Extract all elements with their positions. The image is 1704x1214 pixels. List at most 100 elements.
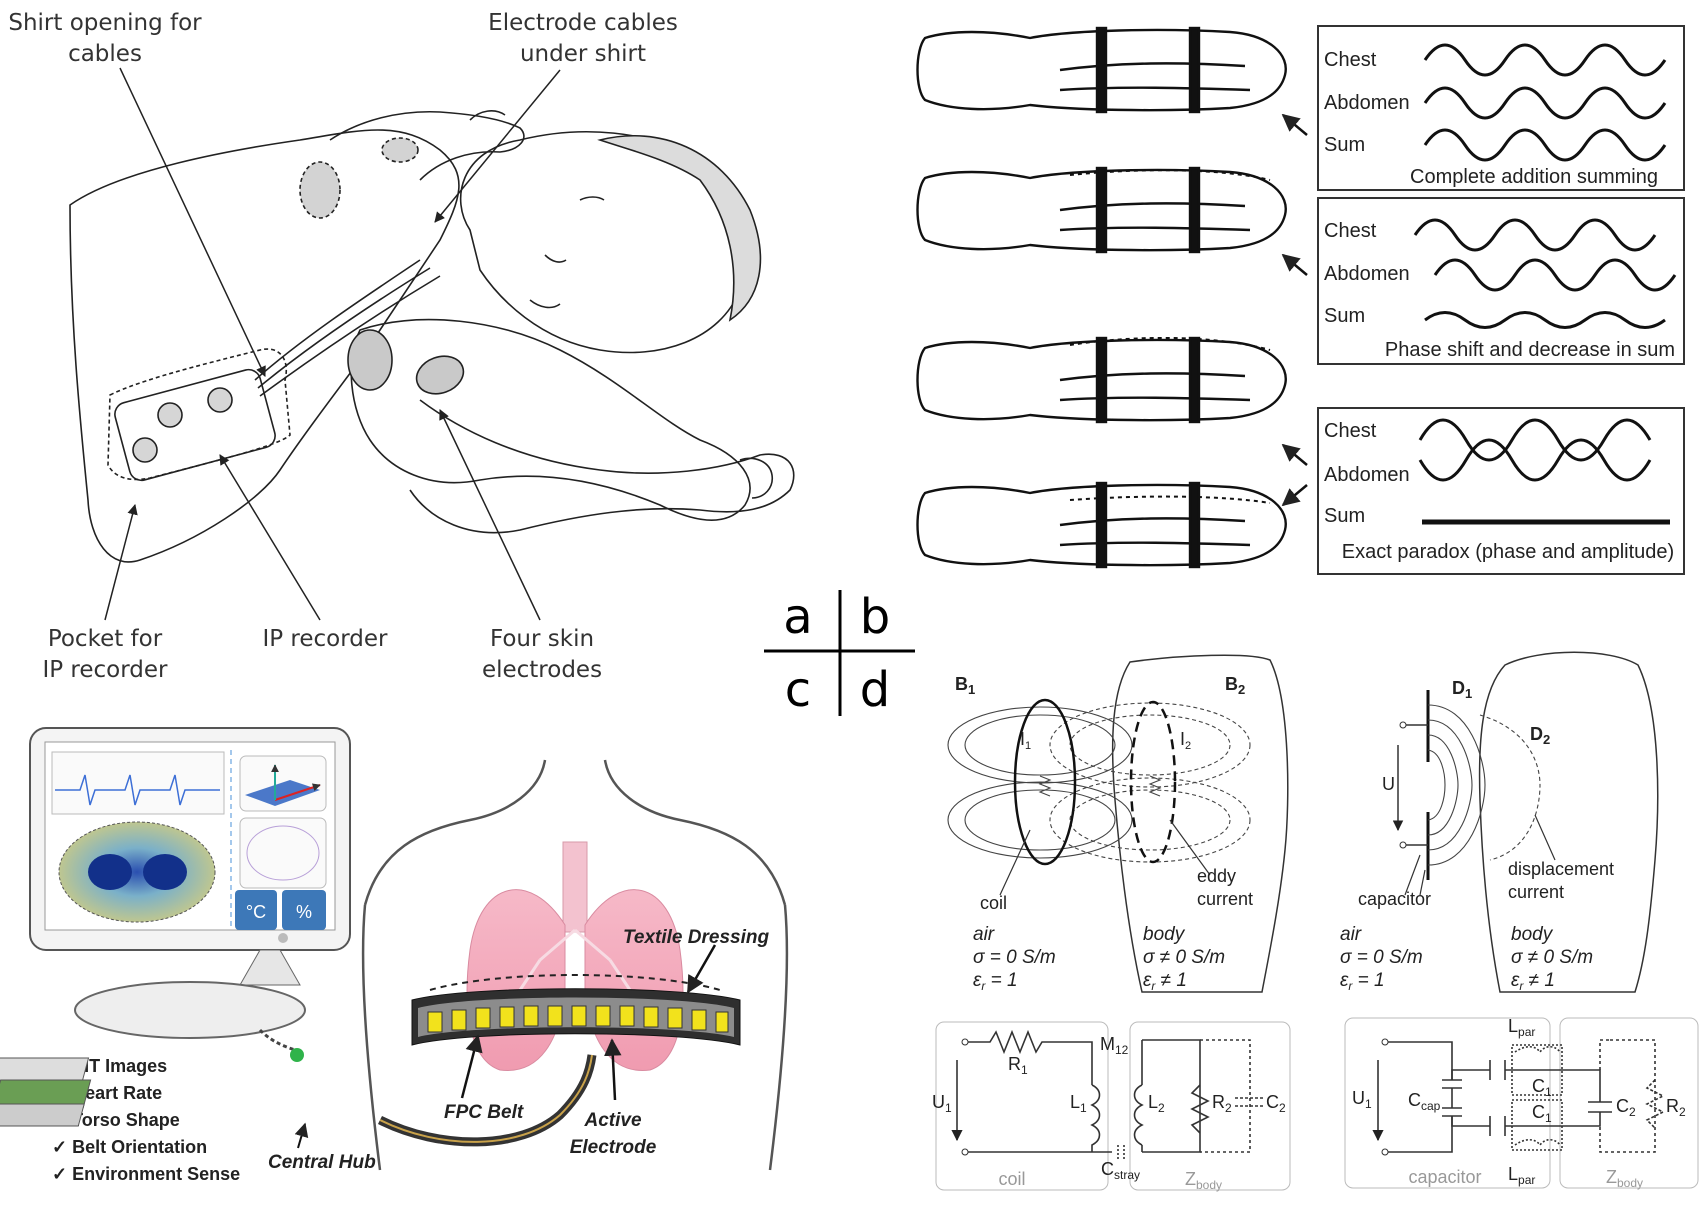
circuit-c1-bottom: C1 — [1532, 1102, 1552, 1125]
label-b1: B1 — [955, 674, 975, 697]
box3-abdomen: Abdomen — [1324, 464, 1410, 486]
key-a: a — [783, 589, 812, 645]
circuit-capacitor-label: capacitor — [1408, 1167, 1481, 1187]
box1-chest: Chest — [1324, 49, 1377, 71]
circuit-lpar-bottom: Lpar — [1508, 1164, 1535, 1187]
body-outline-3 — [916, 336, 1287, 424]
panel-b-arrows — [1281, 113, 1308, 507]
box2-caption: Phase shift and decrease in sum — [1385, 339, 1675, 361]
ecg-trace — [55, 774, 220, 806]
checklist-item: ✓ Belt Orientation — [52, 1137, 207, 1157]
panel-d-inductive-circuit: U1 R1 L1 M12 L2 R2 C2 Cstray coil Zbody — [932, 1021, 1291, 1192]
circuit-r2-right: R2 — [1666, 1096, 1686, 1119]
circuit-l1: L1 — [1070, 1092, 1087, 1115]
box3-chest-wave — [1418, 418, 1652, 462]
box3-abdomen-wave — [1418, 438, 1652, 482]
eit-image — [58, 821, 216, 923]
label-capacitor: capacitor — [1358, 889, 1431, 909]
label-i1: I1 — [1020, 729, 1031, 752]
box1-caption: Complete addition summing — [1410, 166, 1658, 188]
eddy-current-loop — [1129, 700, 1177, 864]
torso-shape-icon — [246, 825, 320, 881]
circuit-zbody-label-right: Zbody — [1606, 1167, 1643, 1190]
body-outline-2 — [916, 166, 1287, 254]
pattern-box-3: Chest Abdomen Sum Exact paradox (phase a… — [1317, 407, 1685, 575]
panel-c-monitor: °C % — [29, 727, 351, 1039]
circuit-l2: L2 — [1148, 1092, 1165, 1115]
panel-key: a b c d — [764, 589, 915, 718]
coil — [1013, 698, 1077, 866]
label-b2: B2 — [1225, 674, 1245, 697]
panel-a-infant-illustration — [69, 110, 795, 563]
thermometer-icon: °C — [246, 902, 266, 922]
key-c: c — [785, 662, 811, 718]
circuit-c2: C2 — [1266, 1092, 1286, 1115]
belt-electrodes — [427, 1005, 729, 1033]
humidity-icon: % — [296, 902, 312, 922]
body-shape-left — [1111, 654, 1289, 993]
box1-abdomen-wave — [1423, 86, 1667, 120]
body-shape-right — [1478, 651, 1659, 993]
label-d2: D2 — [1530, 724, 1550, 747]
pattern-box-1: Chest Abdomen Sum Complete addition summ… — [1317, 25, 1685, 191]
circuit-coil-label: coil — [998, 1169, 1025, 1189]
circuit-zbody-label: Zbody — [1185, 1169, 1222, 1192]
body-outline-1 — [916, 26, 1287, 114]
pattern-box-2: Chest Abdomen Sum Phase shift and decrea… — [1317, 197, 1685, 365]
box2-chest: Chest — [1324, 220, 1377, 242]
box3-sum: Sum — [1324, 505, 1365, 527]
box3-chest: Chest — [1324, 420, 1377, 442]
label-d1: D1 — [1452, 678, 1472, 701]
label-coil: coil — [980, 893, 1007, 913]
callout-textile-dressing: Textile Dressing — [623, 927, 769, 948]
circuit-c2-right: C2 — [1616, 1096, 1636, 1119]
panel-c-torso — [361, 759, 789, 1171]
box2-sum-wave — [1424, 311, 1666, 329]
circuit-r1: R1 — [1008, 1054, 1028, 1077]
checklist-item: ✓ Environment Sense — [52, 1164, 240, 1184]
circuit-ccap: Ccap — [1408, 1090, 1441, 1113]
callout-central-hub: Central Hub — [268, 1152, 376, 1173]
box1-sum-wave — [1423, 128, 1667, 162]
label-ip-recorder: IP recorder — [262, 626, 388, 652]
circuit-u1-right: U1 — [1352, 1088, 1372, 1111]
box1-sum: Sum — [1324, 134, 1365, 156]
panel-c-hub — [0, 1028, 597, 1147]
box1-chest-wave — [1423, 43, 1667, 77]
panel-b-bodies — [916, 26, 1287, 569]
box2-abdomen-wave — [1433, 258, 1677, 292]
callout-fpc-belt: FPC Belt — [444, 1102, 524, 1123]
circuit-u1: U1 — [932, 1092, 952, 1115]
panel-c-belt — [411, 974, 741, 1046]
key-d: d — [860, 662, 890, 718]
orientation-icon — [245, 780, 320, 806]
checklist-item: ✓ Torso Shape — [52, 1110, 180, 1130]
panel-d-capacitive-circuit: U1 Lpar Lpar Ccap C1 C1 C2 R2 capacitor … — [1344, 1016, 1699, 1190]
circuit-r2: R2 — [1212, 1092, 1232, 1115]
box3-caption: Exact paradox (phase and amplitude) — [1342, 541, 1674, 563]
circuit-c1-top: C1 — [1532, 1076, 1552, 1099]
body-outline-4 — [916, 481, 1287, 569]
box2-chest-wave — [1413, 218, 1657, 252]
key-b: b — [860, 589, 890, 645]
box2-abdomen: Abdomen — [1324, 263, 1410, 285]
circuit-lpar-top: Lpar — [1508, 1016, 1535, 1039]
panel-a-callout-arrows — [104, 67, 561, 621]
label-i2: I2 — [1180, 729, 1191, 752]
circuit-m12: M12 — [1100, 1034, 1129, 1057]
